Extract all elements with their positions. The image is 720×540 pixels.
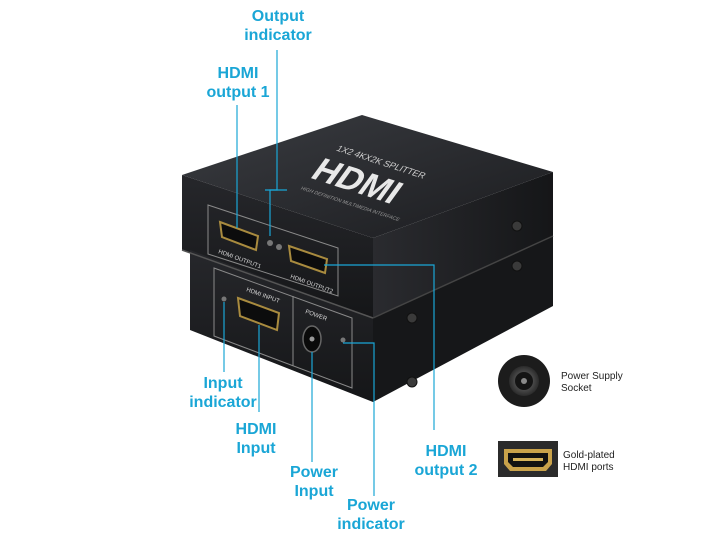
- callout-power-indicator: Power indicator: [337, 497, 405, 533]
- power-indicator-led: [340, 337, 346, 343]
- note-power-socket: Power Supply Socket: [561, 371, 623, 394]
- output-indicator-led: [267, 240, 273, 246]
- callout-hdmi-input: HDMI Input: [235, 421, 277, 457]
- screw-icons: [406, 220, 523, 388]
- power-socket-inset: [498, 355, 550, 407]
- hdmi-output-2-port: [287, 244, 329, 275]
- callout-hdmi-output-1: HDMI output 1: [206, 65, 270, 101]
- callout-hdmi-output-2: HDMI output 2: [414, 443, 478, 479]
- callout-input-indicator: Input indicator: [189, 375, 257, 411]
- input-indicator-led: [221, 296, 227, 302]
- device-top: [182, 115, 553, 238]
- gold-port-inset: [498, 441, 558, 477]
- device-lower-side: [373, 236, 553, 402]
- note-gold-ports: Gold-plated HDMI ports: [563, 450, 615, 473]
- callout-power-input: Power Input: [289, 464, 338, 500]
- leader-lines: [223, 50, 435, 496]
- device-upper-side: [373, 172, 553, 318]
- callout-output-indicator: Output indicator: [244, 8, 312, 44]
- hdmi-output-1-port: [218, 220, 260, 252]
- device-lower-front: [190, 250, 373, 402]
- power-socket: [302, 325, 322, 353]
- hdmi-input-port: [236, 296, 281, 332]
